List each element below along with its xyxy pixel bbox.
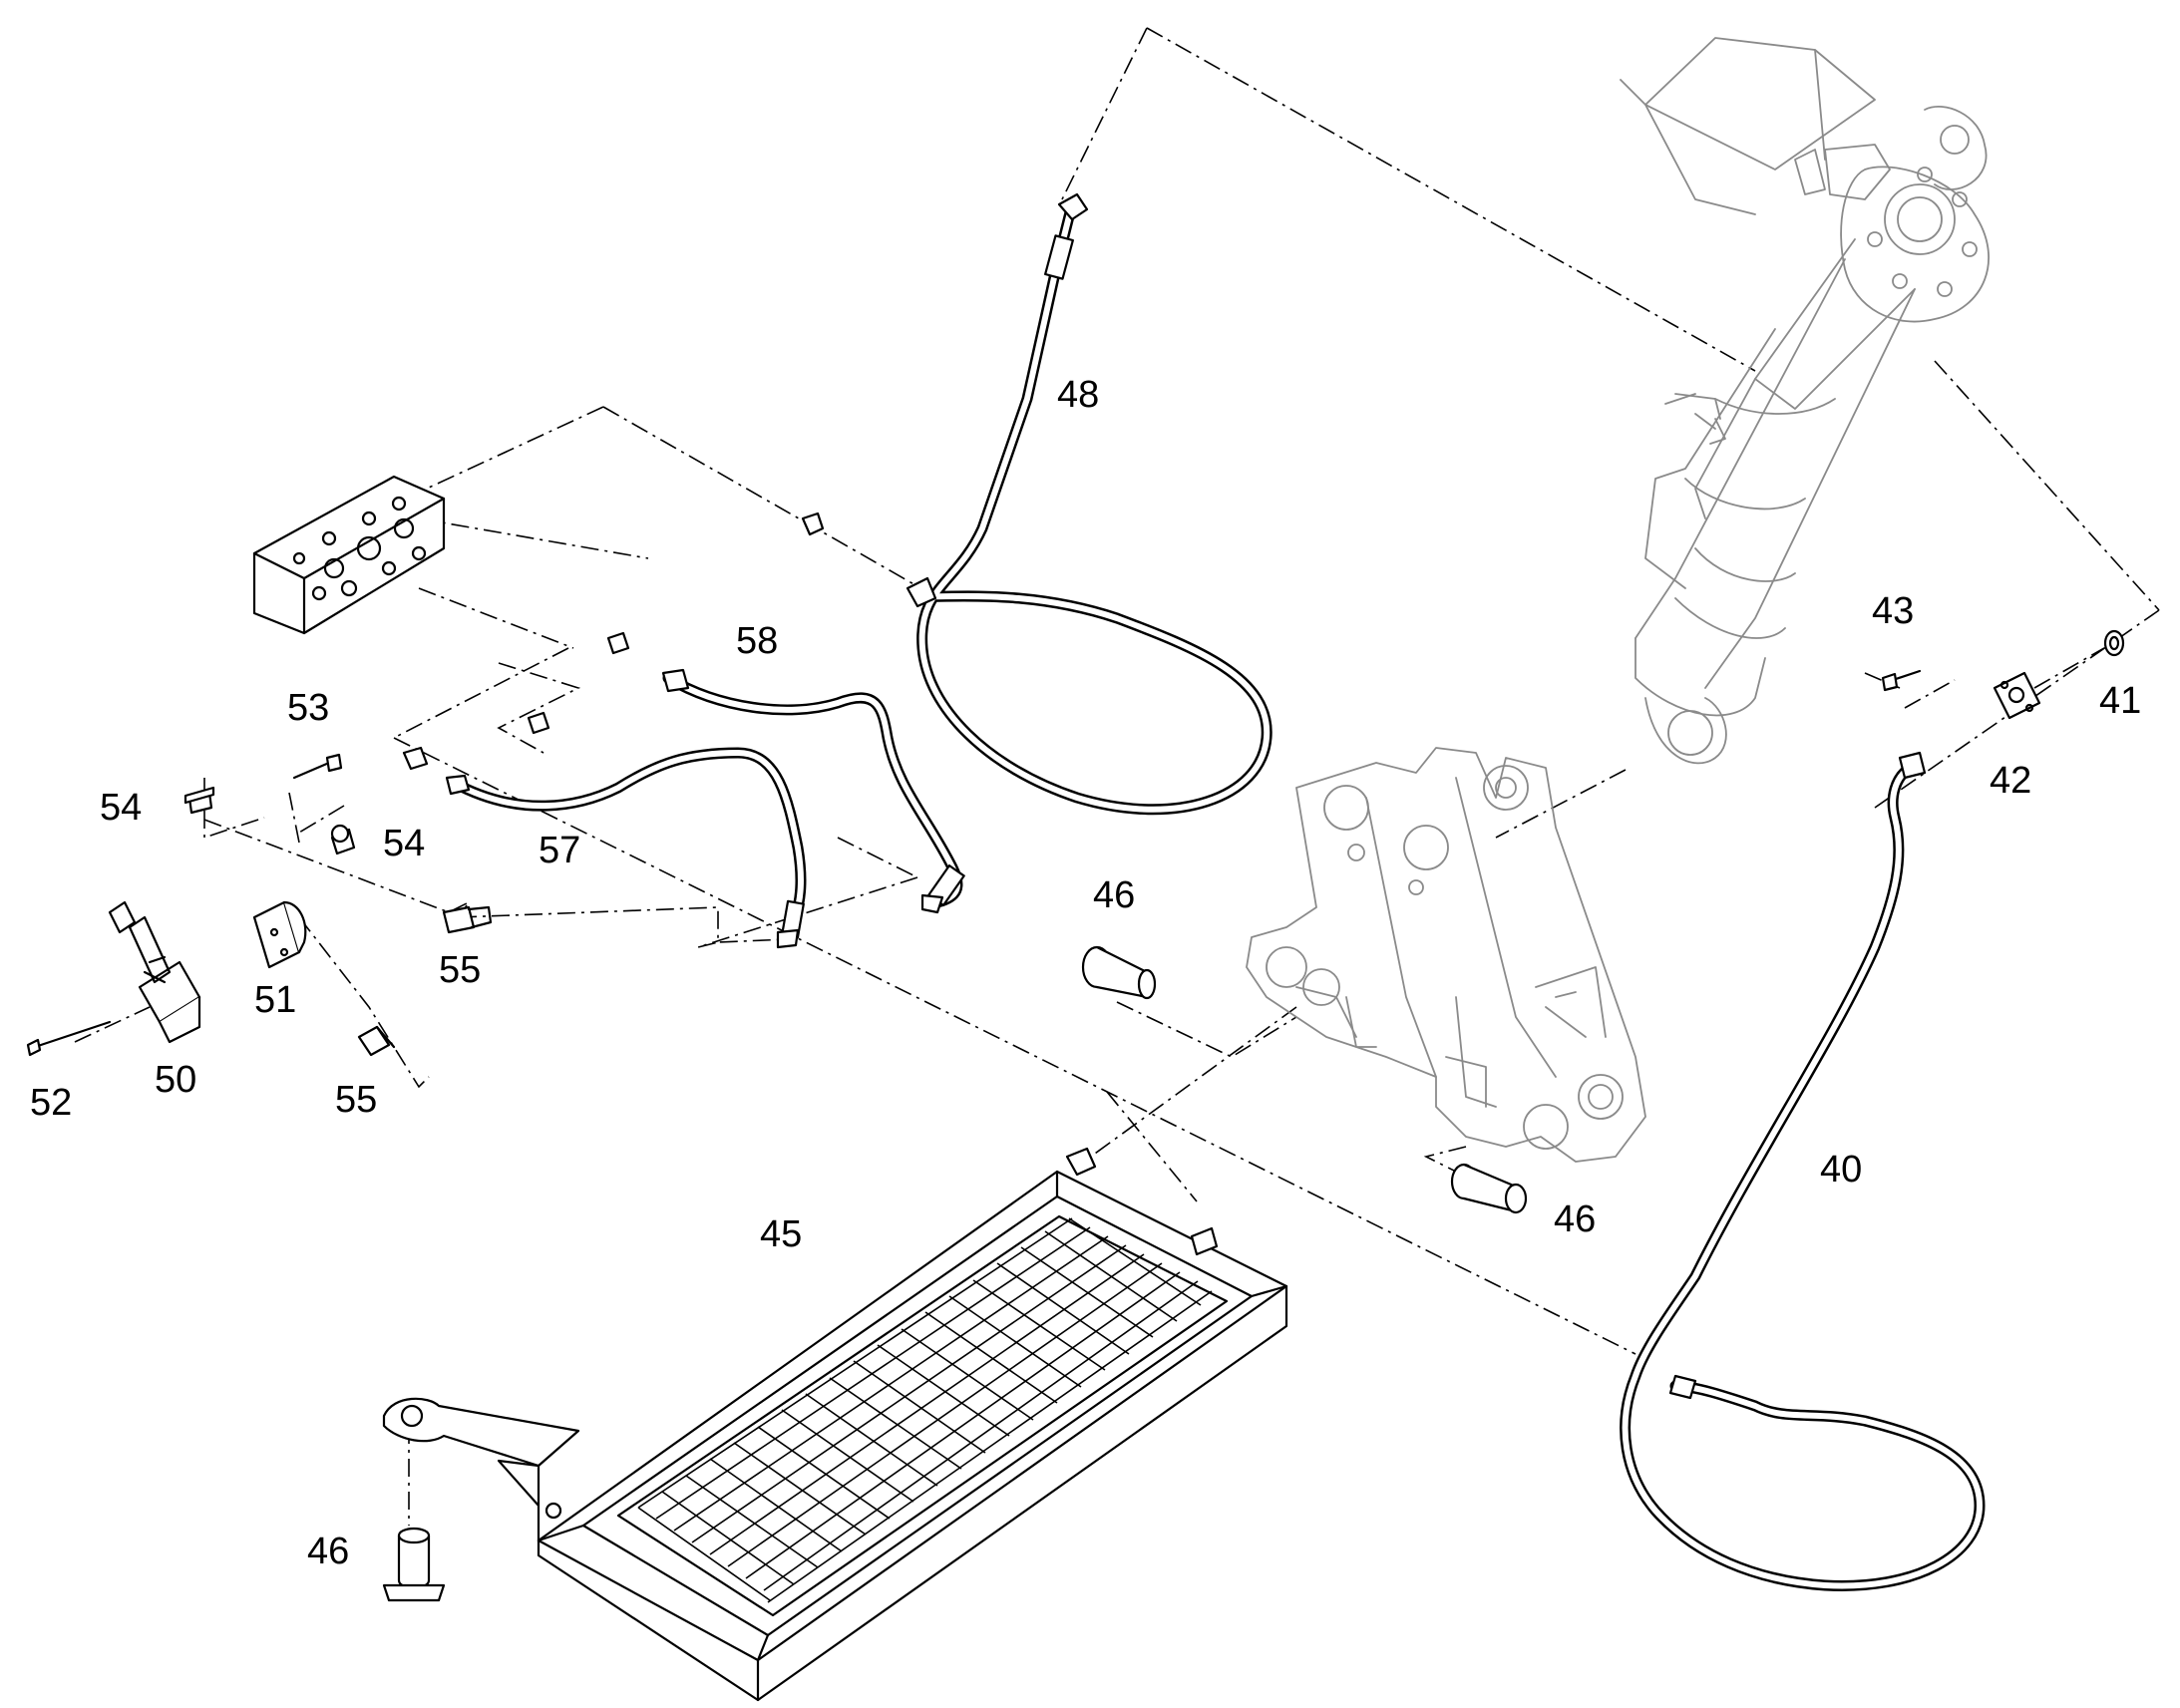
- mounting-plate-51: [252, 900, 307, 969]
- callout-45: 45: [760, 1213, 802, 1255]
- tray-grating: [637, 1217, 1213, 1603]
- pin-46-upper: [1081, 945, 1157, 1000]
- flange-42: [1993, 671, 2041, 720]
- callout-55-upper: 55: [439, 949, 481, 991]
- washer-41: [2103, 629, 2125, 657]
- callout-54-right: 54: [383, 823, 425, 864]
- callout-48: 48: [1057, 374, 1099, 416]
- fitting-55-lower: [357, 1025, 396, 1057]
- callout-51: 51: [254, 979, 296, 1021]
- callout-42: 42: [1990, 760, 2031, 802]
- hose-57: [445, 747, 807, 949]
- hose-fittings: [402, 512, 825, 771]
- callout-53: 53: [287, 687, 329, 729]
- callout-57: 57: [539, 830, 580, 871]
- pin-46-right: [1450, 1163, 1528, 1214]
- bolt-52: [26, 1020, 112, 1057]
- callout-46-bottom: 46: [307, 1531, 349, 1572]
- hose-58: [661, 668, 965, 914]
- hose-48: [906, 192, 1272, 816]
- callout-41: 41: [2099, 680, 2141, 722]
- control-valve-50: [108, 900, 201, 1044]
- plug-54-left: [183, 786, 215, 815]
- bolt-43: [1881, 669, 1922, 692]
- callout-46-upper: 46: [1093, 874, 1135, 916]
- plug-54-right: [330, 824, 356, 855]
- callout-46-right: 46: [1554, 1198, 1596, 1240]
- fitting-55-upper: [442, 905, 493, 934]
- callout-50: 50: [155, 1059, 196, 1101]
- callout-54-left: 54: [100, 787, 142, 829]
- callout-labels: 48 58 57 53 54 54 55 55 51 50 52 46 46 4…: [30, 374, 2141, 1572]
- valve-manifold-block: [252, 475, 446, 635]
- callout-43: 43: [1872, 590, 1914, 632]
- support-bracket-frame: [1246, 747, 1646, 1163]
- callout-58: 58: [736, 620, 778, 662]
- callout-40: 40: [1820, 1149, 1862, 1191]
- pin-46-bottom: [382, 1527, 446, 1602]
- hydraulic-cylinder: [1620, 37, 1990, 765]
- hose-40: [1620, 751, 1986, 1591]
- callout-52: 52: [30, 1082, 72, 1124]
- screw-53: [292, 753, 343, 780]
- step-tray-45: [382, 1147, 1288, 1702]
- callout-55-lower: 55: [335, 1079, 377, 1121]
